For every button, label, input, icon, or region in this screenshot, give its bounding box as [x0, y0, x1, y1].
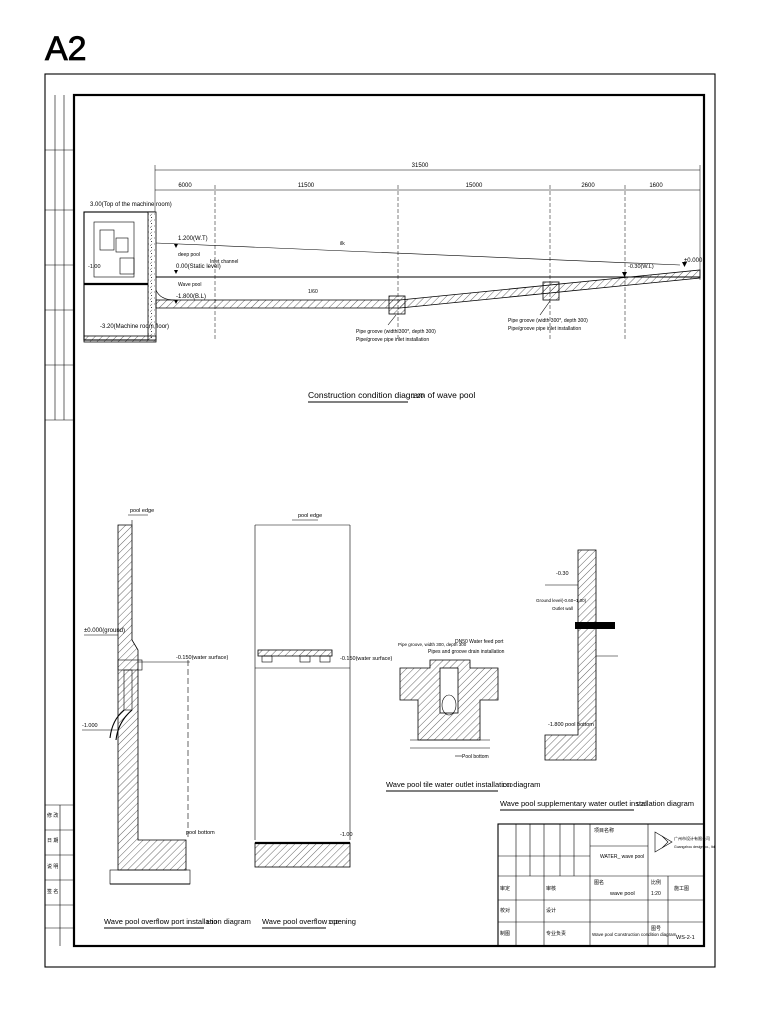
supp-title: Wave pool supplementary water outlet ins…: [500, 799, 694, 808]
tb-drawing-sub: Wave pool Construction condition diagram: [592, 932, 677, 937]
outer-border: [44, 73, 716, 968]
tb-stage: 施工图: [674, 885, 689, 892]
tile-scale: 1:10: [502, 783, 513, 789]
pool-floor-slab: [155, 269, 701, 309]
label-machine-floor: -3.20(Machine room floor): [100, 324, 169, 330]
dim-seg-5: 1600: [649, 183, 663, 189]
tb-drawing-label: 图名: [594, 879, 604, 886]
overall-dimension: 31500: [412, 163, 429, 169]
supp-bottom: -1.800 pool bottom: [548, 722, 594, 728]
tile-note-a: Pipe groove, width 300, depth 300: [398, 642, 467, 647]
pipe-note-2a: Pipe groove (width 300*, depth 300): [508, 318, 588, 324]
tb-row-4: 设计: [546, 907, 556, 914]
overflow-pool-bottom: pool bottom: [186, 830, 215, 836]
tb-project-label: 项目名称: [594, 827, 614, 834]
label-right-top: ±0.000: [684, 258, 703, 264]
overflow-neg: -1.000: [82, 723, 98, 729]
opening-level: -1.00: [340, 832, 353, 838]
opening-water-surface: -0.150(water surface): [340, 656, 392, 662]
pipe-groove-1: [388, 295, 406, 315]
opening-title: Wave pool overflow opening: [262, 917, 356, 926]
overflow-ground: ±0.000(ground): [84, 628, 125, 634]
overflow-port-detail: pool edge ±0.000(ground) -0.150(water su…: [82, 508, 251, 929]
revision-row-1: 修 改: [47, 812, 58, 819]
overflow-water-surface: -0.150(water surface): [176, 655, 228, 661]
label-slope-a: ilk: [340, 241, 345, 247]
dim-seg-2: 11500: [298, 183, 315, 189]
company-logo: [654, 831, 673, 853]
label-wl-top: 1.200(W.T): [178, 236, 208, 242]
supp-side-a: Ground level(-0.60~1.00): [536, 598, 587, 603]
title-block: 项目名称 WATER_ wave pool 图名 wave pool Wave …: [497, 823, 715, 947]
inner-border: [72, 93, 706, 948]
supp-side-b: Outlet wall: [552, 606, 573, 611]
section-diagram: 31500 6000 11500 15000 2600 1600 3.00(To…: [83, 163, 703, 403]
pipe-note-2b: Pipe/groove pipe inlet installation: [508, 326, 581, 332]
label-static-level: 0.00(Static level): [176, 264, 221, 270]
revision-block: 修 改 日 期 说 明 签 名: [47, 812, 58, 895]
revision-row-3: 说 明: [47, 863, 58, 870]
dim-seg-3: 15000: [466, 183, 483, 189]
opening-scale: 1:10: [328, 920, 339, 926]
label-end-level: -0.30(W.L): [628, 264, 654, 270]
tb-scale-label: 比例: [651, 879, 661, 886]
tb-row-3: 校对: [500, 907, 510, 914]
overflow-scale: 1:10: [206, 920, 217, 926]
supp-scale: 1:10: [636, 802, 647, 808]
overflow-opening-detail: pool edge -0.150(water surface) -1.00 Wa…: [254, 513, 392, 929]
dim-seg-1: 6000: [178, 183, 192, 189]
tile-bottom: Pool bottom: [462, 754, 489, 760]
label-machine-roof: 3.00(Top of the machine room): [90, 202, 172, 208]
tb-row-5: 制图: [500, 930, 510, 937]
label-slope-b: 1/60: [308, 289, 318, 295]
tile-note-c: Pipes and groove drain installation: [428, 649, 505, 655]
opening-pool-edge: pool edge: [298, 513, 322, 519]
tb-number-label: 图号: [651, 926, 661, 932]
tb-number-value: WS-2-1: [676, 935, 695, 941]
section-diagram-title: Construction condition diagram of wave p…: [308, 390, 475, 400]
overflow-title: Wave pool overflow port installation dia…: [104, 917, 251, 926]
section-diagram-scale: 1:20: [412, 394, 424, 400]
tb-scale-value: 1:20: [651, 891, 661, 897]
revision-row-4: 签 名: [47, 888, 58, 895]
machine-room: [83, 211, 155, 341]
tb-row-1: 审定: [500, 885, 510, 892]
label-water: Wave pool: [178, 282, 201, 288]
label-bottom-mark: -1.800(B.L): [176, 294, 206, 300]
label-inlet: Inlet channel: [210, 259, 238, 265]
tile-note-b: DN50 Water feed port: [455, 639, 504, 645]
tile-title: Wave pool tile water outlet installation…: [386, 780, 540, 789]
tb-company-2: Guangzhou design co., ltd: [674, 845, 715, 849]
tb-row-2: 审核: [546, 885, 556, 892]
label-dive-pool: deep pool: [178, 252, 200, 258]
tb-company-1: 广州市设计有限公司: [674, 835, 710, 841]
supp-top: -0.30: [556, 571, 569, 577]
tb-row-6: 专业负责: [546, 930, 566, 937]
supp-outlet-detail: -0.30 Ground level(-0.60~1.00) Outlet wa…: [500, 549, 694, 811]
label-left-minus: -1.00: [88, 264, 101, 270]
revision-row-2: 日 期: [47, 838, 58, 844]
pipe-note-1b: Pipe/groove pipe inlet installation: [356, 337, 429, 343]
left-binding-strip: [45, 95, 74, 946]
dim-seg-4: 2600: [581, 183, 595, 189]
tile-outlet-detail: Pipe groove, width 300, depth 300 DN50 W…: [386, 639, 540, 792]
tb-drawing-value: wave pool: [609, 891, 635, 897]
tb-project-value: WATER_ wave pool: [600, 854, 644, 860]
pipe-note-1a: Pipe groove (width 300*, depth 300): [356, 329, 436, 335]
overflow-pool-edge: pool edge: [130, 508, 154, 514]
sheet-size-label: A2: [45, 30, 87, 68]
pipe-groove-2: [542, 281, 560, 301]
